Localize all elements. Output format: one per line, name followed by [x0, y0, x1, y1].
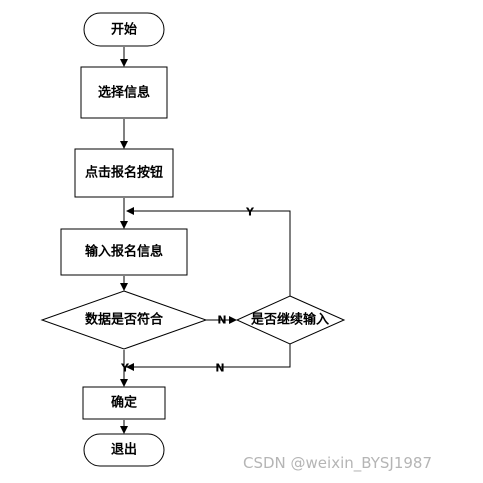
- data-valid-decision: 数据是否符合: [40, 290, 208, 350]
- start-node: 开始: [83, 12, 165, 47]
- input-signup-info-label: 输入报名信息: [85, 244, 163, 260]
- data-valid-label: 数据是否符合: [85, 312, 164, 328]
- exit-node: 退出: [83, 433, 165, 467]
- edge-label-continue-no: N: [215, 362, 224, 375]
- edge-label-valid-yes: Y: [120, 362, 130, 375]
- start-label: 开始: [111, 22, 137, 38]
- select-info-node: 选择信息: [80, 66, 168, 119]
- confirm-node: 确定: [82, 386, 166, 420]
- continue-input-decision: 是否继续输入: [235, 295, 346, 345]
- click-signup-label: 点击报名按钮: [85, 165, 163, 181]
- click-signup-node: 点击报名按钮: [74, 148, 174, 198]
- input-signup-info-node: 输入报名信息: [60, 228, 188, 276]
- continue-input-label: 是否继续输入: [250, 312, 329, 328]
- exit-label: 退出: [111, 442, 137, 458]
- edge-continue-no-to-confirm: [126, 344, 291, 371]
- edge-label-continue-yes: Y: [245, 206, 255, 219]
- confirm-label: 确定: [111, 395, 137, 411]
- watermark: CSDN @weixin_BYSJ1987: [243, 454, 433, 472]
- edge-label-valid-no: N: [217, 314, 226, 327]
- select-info-label: 选择信息: [98, 85, 150, 101]
- edge-continue-yes-to-input: [126, 207, 291, 296]
